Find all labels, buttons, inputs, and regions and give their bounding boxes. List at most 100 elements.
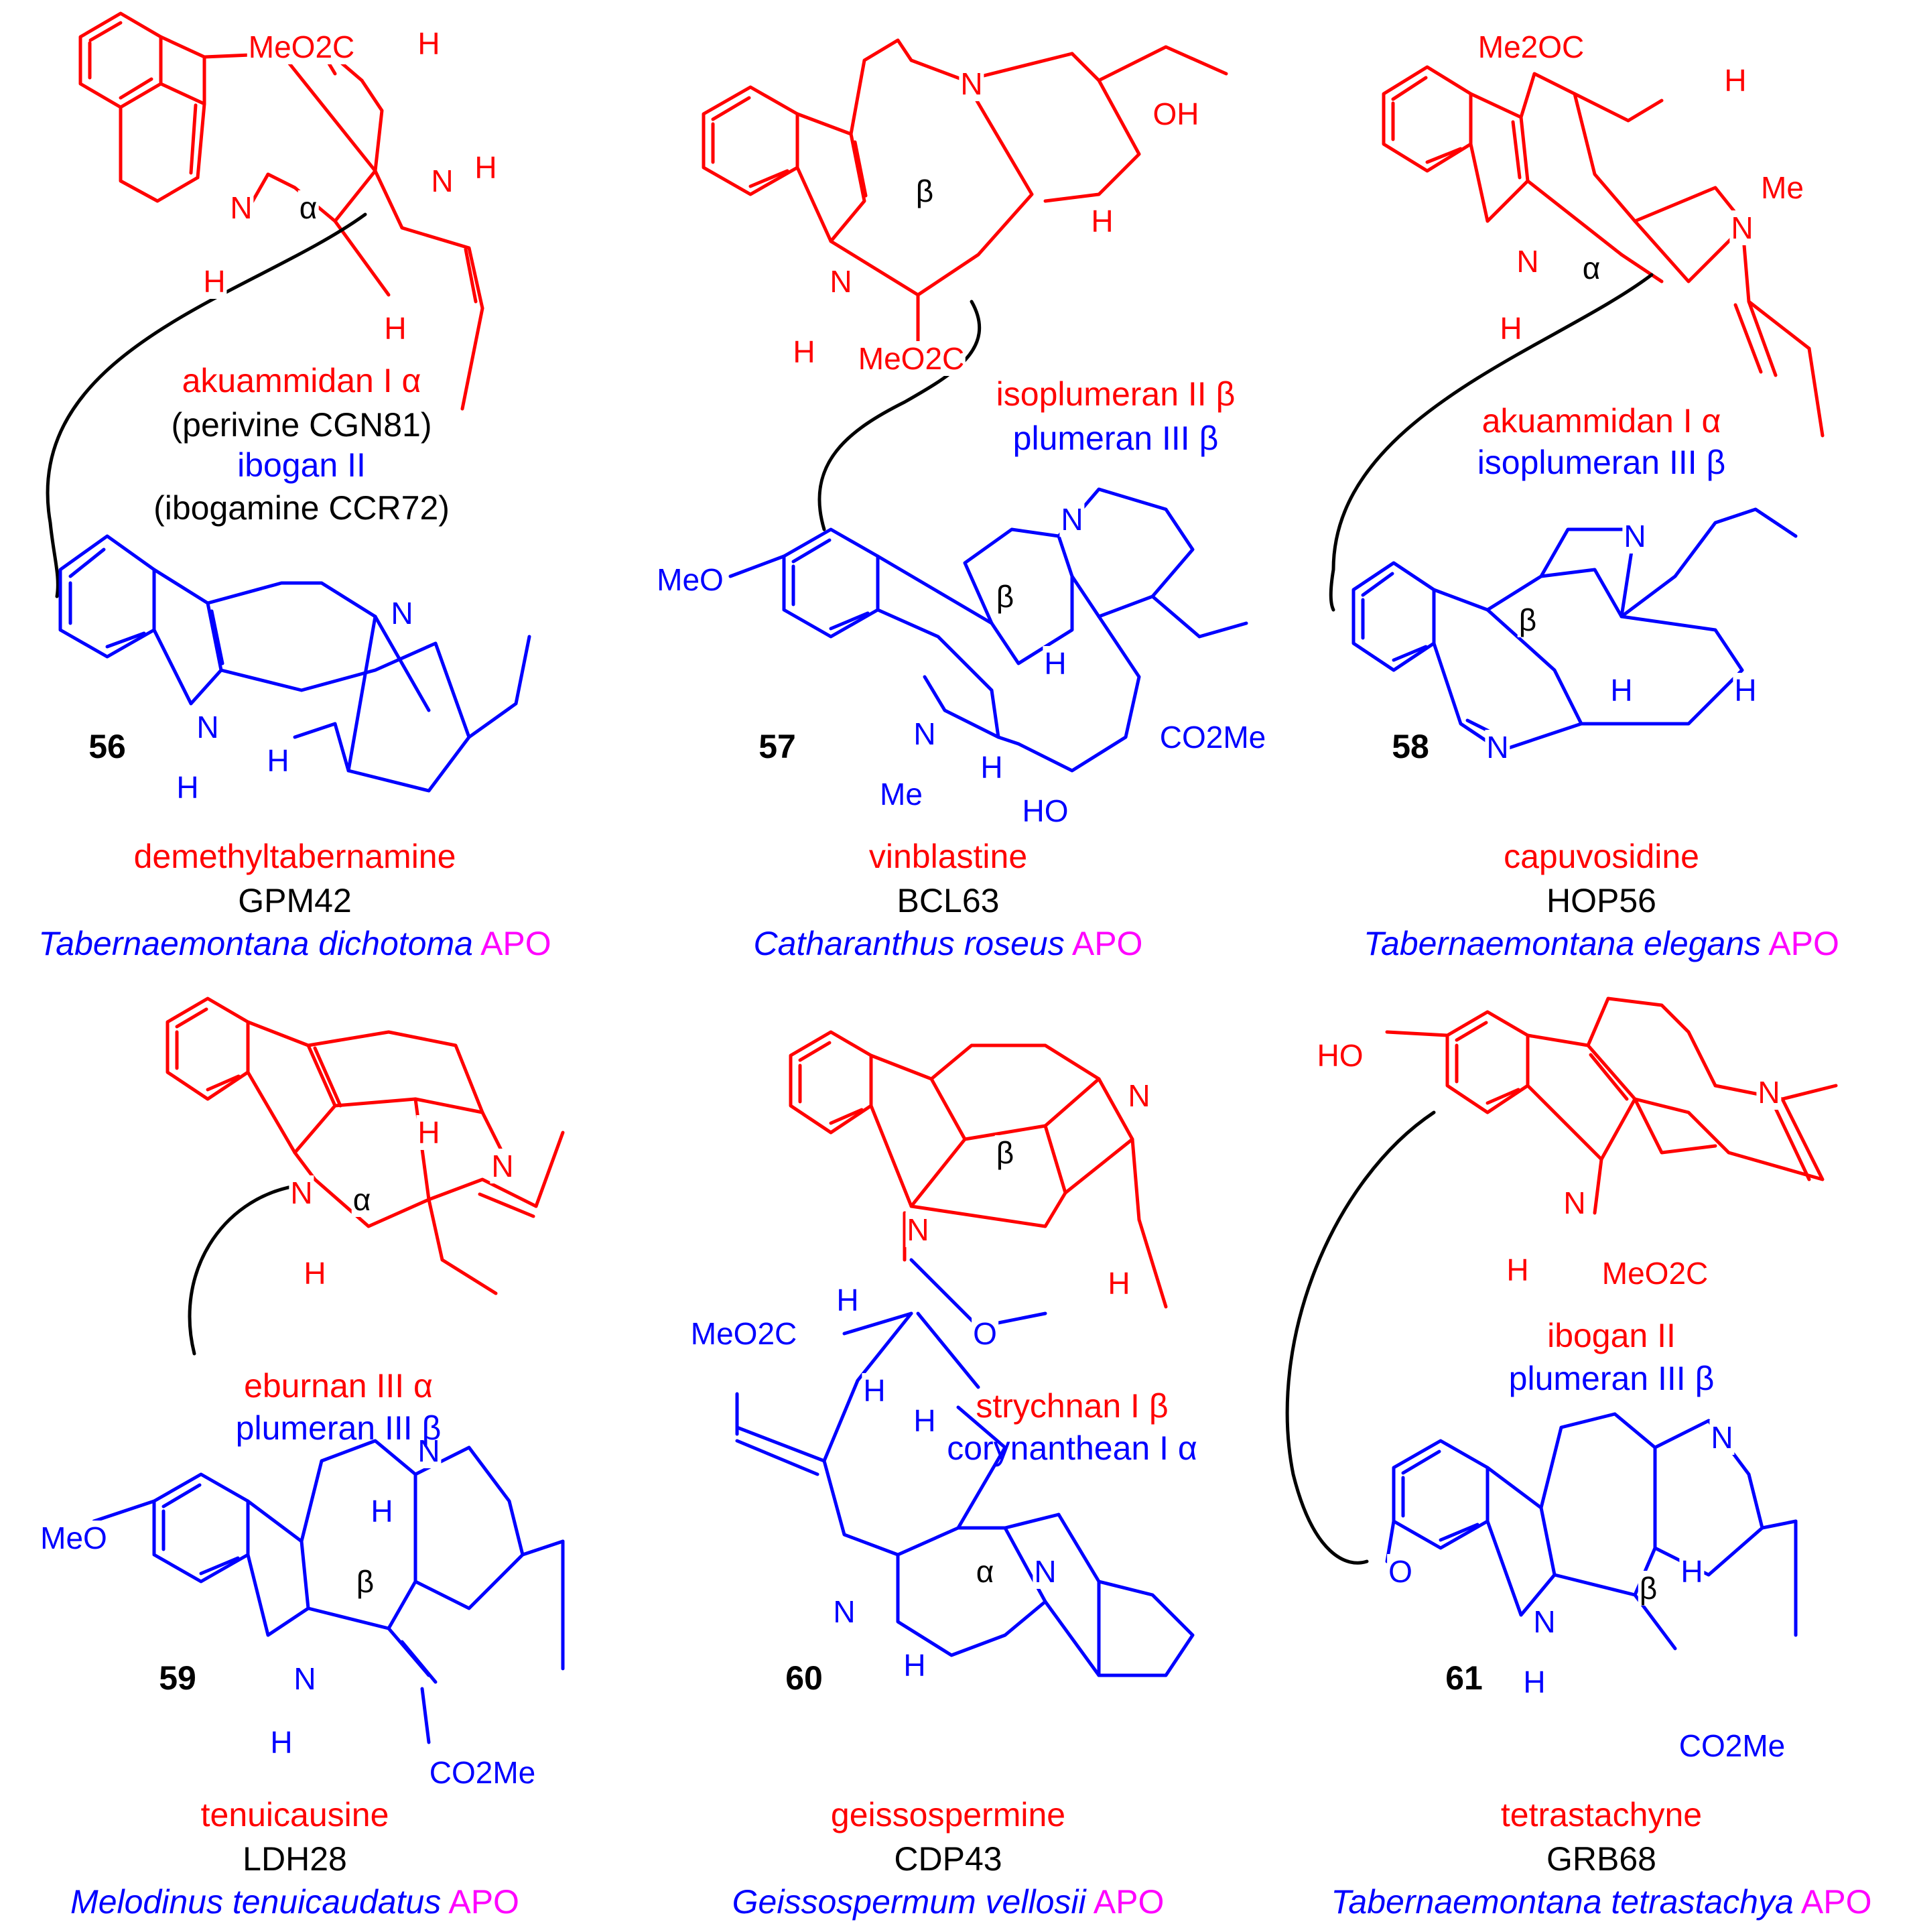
fragment-label: akuammidan I α	[1481, 402, 1721, 440]
atom-label: α	[974, 1554, 996, 1589]
fragment-label: akuammidan I α	[182, 362, 421, 399]
atom-label: H	[1089, 204, 1115, 239]
structure-59	[92, 996, 565, 1744]
atom-label: MeO2C	[1600, 1256, 1710, 1291]
atom-label: Me	[1760, 170, 1805, 205]
structure-57	[702, 38, 1248, 773]
compound-number: 56	[88, 728, 126, 765]
fragment-label: ibogan II	[1547, 1317, 1676, 1354]
atom-label: H	[269, 1725, 294, 1760]
atom-label: OH	[1151, 96, 1201, 131]
corynanthean-fragment-60	[735, 1258, 1195, 1677]
atom-label: H	[862, 1373, 887, 1408]
linker-59	[188, 1184, 297, 1356]
atom-label: N	[416, 1433, 442, 1468]
atom-label: H	[835, 1283, 860, 1317]
atom-label: β	[994, 1135, 1016, 1170]
atom-label: N	[1033, 1554, 1058, 1589]
atom-label: H	[1723, 63, 1748, 98]
atom-label: α	[1581, 251, 1602, 285]
atom-label: α	[351, 1182, 373, 1217]
atom-label: α	[298, 190, 319, 225]
atom-label: N	[1729, 210, 1755, 245]
atom-label: H	[912, 1403, 937, 1438]
compound-name: capuvosidine	[1504, 838, 1699, 875]
fragment-label: eburnan III α	[244, 1367, 433, 1405]
fragment-label: isoplumeran III β	[1477, 444, 1726, 481]
compound-source: Tabernaemontana elegans APO	[1364, 925, 1839, 962]
atom-label: O	[972, 1316, 998, 1351]
atom-label: N	[195, 710, 220, 745]
atom-label: β	[994, 579, 1016, 614]
compound-number: 58	[1392, 728, 1429, 765]
compound-number: 59	[159, 1659, 196, 1697]
eburnan-fragment-59	[166, 996, 565, 1295]
structure-60	[735, 1030, 1195, 1677]
atom-label: CO2Me	[1677, 1728, 1787, 1763]
atom-label: N	[430, 164, 455, 198]
compound-code: LDH28	[243, 1840, 347, 1878]
atom-label: H	[1043, 646, 1068, 681]
atom-label: Me	[878, 777, 924, 812]
fragment-label: plumeran III β	[235, 1409, 442, 1447]
fragment-label: strychnan I β	[976, 1387, 1169, 1425]
atom-label: H	[265, 743, 291, 778]
atom-label: N	[1059, 502, 1085, 537]
atom-label: MeO2C	[247, 29, 356, 64]
atom-label: MeO	[39, 1521, 109, 1555]
atom-label: H	[383, 311, 408, 346]
isoplumeran-fragment-57	[702, 38, 1228, 350]
compound-source: Tabernaemontana dichotoma APO	[38, 925, 551, 962]
compound-source: Geissospermum vellosii APO	[732, 1883, 1165, 1921]
compound-code: GRB68	[1546, 1840, 1656, 1878]
species: Catharanthus roseus	[753, 925, 1065, 962]
atom-label: H	[902, 1648, 927, 1683]
ibogan-fragment-61	[1385, 996, 1838, 1215]
strychnan-fragment-60	[789, 1030, 1168, 1309]
compound-name: geissospermine	[830, 1796, 1066, 1833]
compound-code: HOP56	[1546, 882, 1656, 919]
atom-label: H	[1498, 311, 1524, 346]
apo-tag: APO	[1071, 925, 1143, 962]
atom-label: H	[1679, 1554, 1705, 1589]
compound-source: Catharanthus roseus APO	[754, 925, 1143, 962]
atom-label: N	[1126, 1078, 1152, 1113]
isoplumeran-fragment-58	[1351, 507, 1798, 753]
compound-code: GPM42	[238, 882, 352, 919]
atom-label: H	[1609, 673, 1634, 708]
atom-label: Me2OC	[1476, 29, 1586, 64]
atom-label: N	[228, 190, 254, 225]
atom-label: N	[1709, 1420, 1735, 1455]
atom-label: H	[1505, 1252, 1530, 1287]
fragment-label: plumeran III β	[1012, 420, 1219, 457]
atom-label: N	[292, 1661, 318, 1696]
structure-56	[46, 11, 531, 793]
akuammidan-fragment-56	[78, 11, 484, 411]
fragment-label: isoplumeran II β	[996, 375, 1236, 413]
atom-label: N	[389, 596, 415, 631]
atom-label: H	[416, 1115, 442, 1150]
atom-label: β	[354, 1564, 376, 1599]
atom-label: H	[1522, 1665, 1547, 1699]
fragment-label: plumeran III β	[1508, 1360, 1715, 1397]
species: Tabernaemontana dichotoma	[38, 925, 473, 962]
compound-name: vinblastine	[868, 838, 1028, 875]
linker-58	[1329, 273, 1654, 612]
atom-label: N	[289, 1175, 314, 1210]
species: Geissospermum vellosii	[732, 1883, 1086, 1921]
atom-label: MeO	[655, 562, 725, 597]
compound-name: demethyltabernamine	[133, 838, 456, 875]
atom-label: N	[1515, 244, 1540, 279]
apo-tag: APO	[1768, 925, 1839, 962]
atom-label: H	[1106, 1266, 1132, 1301]
atom-label: N	[1532, 1604, 1557, 1639]
atom-label: CO2Me	[427, 1755, 537, 1790]
apo-tag: APO	[448, 1883, 519, 1921]
atom-label: β	[914, 174, 935, 208]
structure-58	[1329, 65, 1825, 753]
linker-56	[46, 212, 367, 598]
apo-tag: APO	[480, 925, 551, 962]
fragment-label: (perivine CGN81)	[171, 406, 432, 444]
species: Tabernaemontana tetrastachya	[1331, 1883, 1794, 1921]
atom-label: N	[1756, 1075, 1782, 1110]
